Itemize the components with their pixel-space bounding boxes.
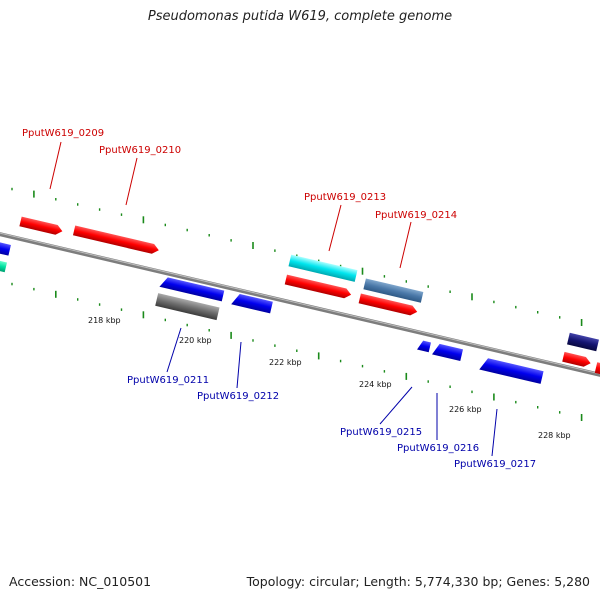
kbp-label-218: 218 kbp <box>88 316 121 325</box>
label-0213[interactable]: PputW619_0213 <box>304 192 386 203</box>
leader-0210 <box>125 157 138 206</box>
kbp-label-226: 226 kbp <box>449 405 482 414</box>
leader-0209 <box>49 141 62 190</box>
genome-backbone <box>0 232 600 377</box>
gene-0218[interactable] <box>567 332 599 352</box>
kbp-label-224: 224 kbp <box>359 380 392 389</box>
inner-tick-track <box>11 282 583 421</box>
label-0212[interactable]: PputW619_0212 <box>197 391 279 402</box>
label-0214[interactable]: PputW619_0214 <box>375 210 457 221</box>
gene-left-blue[interactable] <box>0 240 11 256</box>
gene-0212[interactable] <box>231 293 273 314</box>
gene-0214b[interactable] <box>358 293 419 317</box>
gene-0210[interactable] <box>72 225 160 256</box>
leader-0217 <box>491 408 498 457</box>
gene-0213[interactable] <box>288 254 358 282</box>
gene-0211[interactable] <box>159 276 225 302</box>
gene-left-teal[interactable] <box>0 259 7 273</box>
kbp-label-228: 228 kbp <box>538 431 571 440</box>
label-0216[interactable]: PputW619_0216 <box>397 443 479 454</box>
label-0215[interactable]: PputW619_0215 <box>340 427 422 438</box>
gene-0215[interactable] <box>417 340 431 353</box>
gene-0214[interactable] <box>363 278 424 303</box>
gene-0217[interactable] <box>479 357 544 384</box>
leader-0211 <box>166 327 182 373</box>
label-0211[interactable]: PputW619_0211 <box>127 375 209 386</box>
leader-0215 <box>379 386 413 425</box>
gene-0219[interactable] <box>594 362 600 377</box>
gene-0218b[interactable] <box>562 351 592 368</box>
gene-0216[interactable] <box>432 343 464 362</box>
kbp-label-222: 222 kbp <box>269 358 302 367</box>
leader-0213 <box>328 204 342 252</box>
gene-0211b[interactable] <box>155 293 220 321</box>
leader-0214 <box>399 221 412 269</box>
accession-text: Accession: NC_010501 <box>9 574 152 589</box>
kbp-label-220: 220 kbp <box>179 336 212 345</box>
label-0209[interactable]: PputW619_0209 <box>22 128 104 139</box>
gene-0209[interactable] <box>19 216 63 237</box>
genome-summary-text: Topology: circular; Length: 5,774,330 bp… <box>246 574 590 589</box>
label-0217[interactable]: PputW619_0217 <box>454 459 536 470</box>
leader-0212 <box>236 341 242 389</box>
gene-0213b[interactable] <box>284 274 353 300</box>
genome-backbone-highlight <box>0 232 600 375</box>
map-title: Pseudomonas putida W619, complete genome <box>147 9 453 24</box>
label-0210[interactable]: PputW619_0210 <box>99 145 181 156</box>
